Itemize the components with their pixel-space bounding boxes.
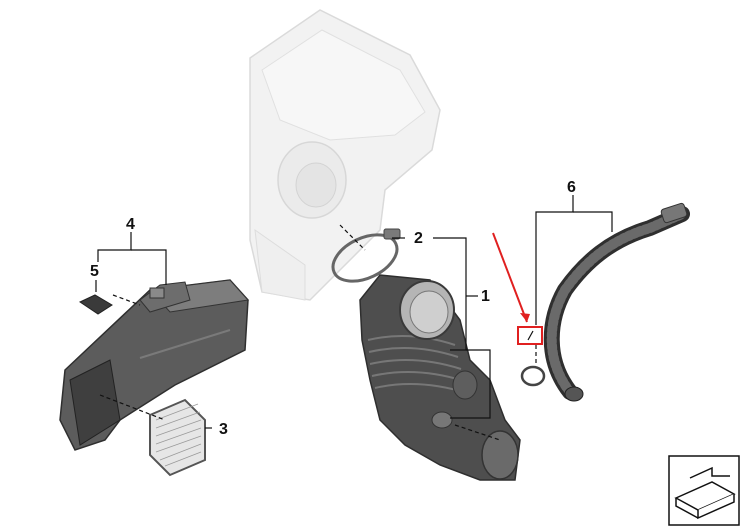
callout-3: 3 bbox=[219, 421, 228, 438]
vent-hose-icon bbox=[543, 202, 690, 402]
callout-1: 1 bbox=[481, 288, 490, 305]
callout-4: 4 bbox=[126, 216, 135, 233]
corner-navigation-icon[interactable] bbox=[668, 455, 740, 526]
seal-pad-icon bbox=[78, 294, 113, 315]
highlight-arrow-icon bbox=[492, 232, 543, 345]
o-ring-icon bbox=[520, 365, 546, 387]
leader-lines bbox=[95, 195, 613, 441]
air-filter-housing-icon bbox=[249, 9, 441, 301]
callout-6: 6 bbox=[567, 179, 576, 196]
air-inlet-duct-icon bbox=[59, 279, 249, 451]
hose-clamp-icon bbox=[331, 228, 401, 283]
mesh-grille-icon bbox=[149, 398, 206, 477]
callout-2: 2 bbox=[414, 230, 423, 247]
intake-duct-icon bbox=[359, 274, 521, 481]
callout-5: 5 bbox=[90, 263, 99, 280]
